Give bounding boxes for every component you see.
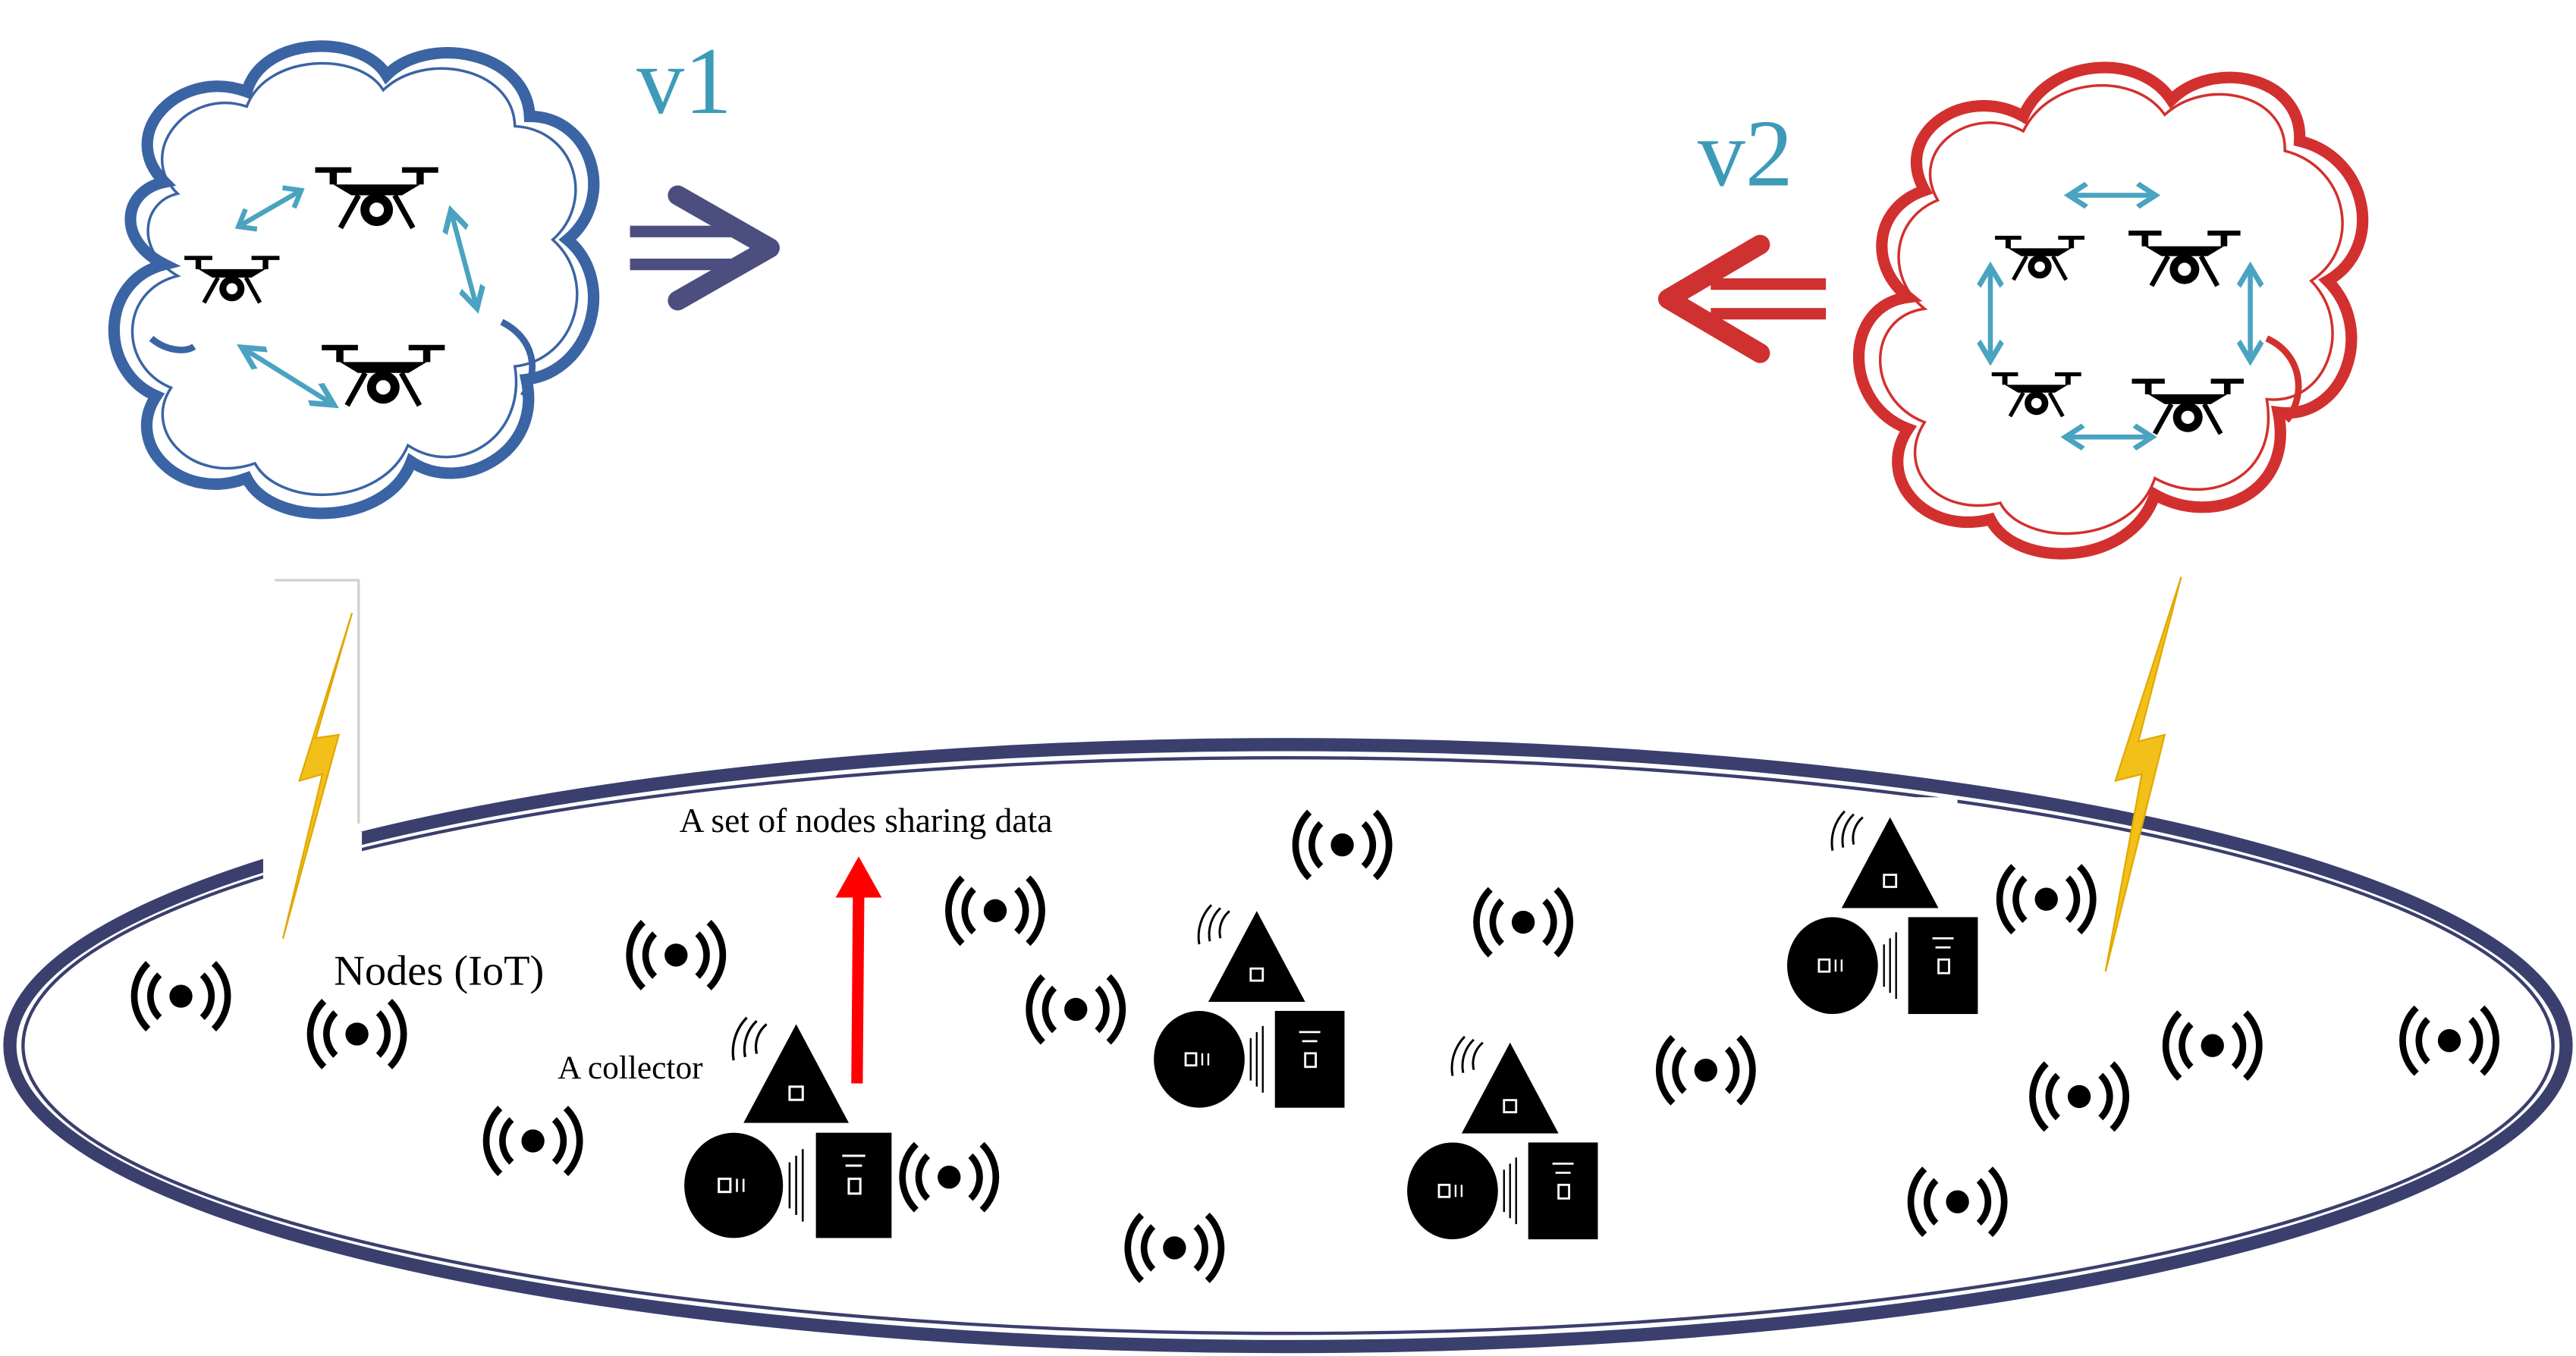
iot-node-icon <box>1911 1169 2004 1235</box>
uav-swarm-cloud-blue <box>108 40 600 519</box>
sharing-arrow <box>835 856 882 1084</box>
iot-node-icon <box>2166 1012 2259 1078</box>
iot-field-ellipse <box>3 738 2573 1354</box>
sharing-label: A set of nodes sharing data <box>680 801 1053 840</box>
iot-node-icon <box>1659 1037 1752 1103</box>
iot-node-icon <box>310 1001 404 1067</box>
iot-node-icon <box>2000 866 2093 932</box>
uav-swarm-cloud-red <box>1852 61 2369 560</box>
v1-direction-arrow <box>630 185 780 311</box>
v2-label: v2 <box>1698 102 1793 207</box>
iot-node-icon <box>486 1108 580 1174</box>
lightning-icon <box>2104 576 2182 972</box>
iot-node-icon <box>134 963 228 1029</box>
iot-node-icon <box>1128 1215 1221 1281</box>
collector-label: A collector <box>558 1050 703 1086</box>
nodes-iot-label: Nodes (IoT) <box>334 947 544 994</box>
iot-node-icon <box>948 877 1041 943</box>
iot-node-icon <box>2402 1008 2496 1074</box>
iot-node-icon <box>1477 890 1570 956</box>
lightning-icon <box>262 579 363 988</box>
iot-node-icon <box>2032 1064 2125 1130</box>
v2-direction-arrow <box>1657 234 1827 363</box>
iot-node-icon <box>1296 812 1389 878</box>
iot-node-icon <box>630 922 723 988</box>
iot-node-icon <box>1029 977 1123 1043</box>
v1-label: v1 <box>636 29 732 134</box>
iot-node-icon <box>903 1144 996 1210</box>
